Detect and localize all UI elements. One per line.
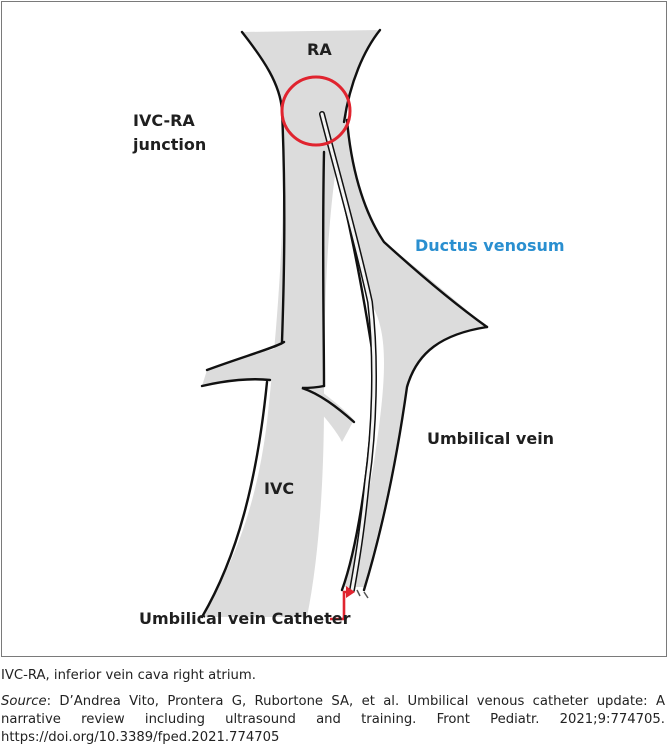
catheter-arrow — [330, 586, 355, 621]
ivc-label: IVC — [264, 479, 294, 498]
source-citation: Source: D’Andrea Vito, Prontera G, Rubor… — [1, 693, 665, 747]
ductus-right-wall-upper — [345, 118, 489, 329]
umbilical-vein-label: Umbilical vein — [427, 429, 554, 448]
ivc-right-wall-upper — [321, 150, 326, 388]
umbilical-vein-catheter-label: Umbilical vein Catheter — [139, 609, 351, 628]
ra-ivc-vessel-fill — [202, 30, 380, 617]
source-text: : D’Andrea Vito, Prontera G, Rubortone S… — [1, 694, 665, 745]
abbreviation-note: IVC-RA, inferior vein cava right atrium. — [1, 668, 256, 683]
ra-right-wall — [342, 28, 382, 124]
lower-branch-fill — [320, 392, 354, 442]
ivc-left-lower-wall — [200, 380, 269, 619]
ivc-ra-junction-label-line2: junction — [132, 135, 206, 154]
ra-label: RA — [307, 40, 332, 59]
source-label: Source — [1, 694, 47, 709]
figure-frame: RA IVC-RA junction Ductus venosum Umbili… — [1, 1, 667, 657]
vascular-diagram: RA IVC-RA junction Ductus venosum Umbili… — [132, 28, 565, 628]
left-branch-top — [205, 340, 286, 372]
ductus-venosum-label: Ductus venosum — [415, 236, 565, 255]
ivc-ra-junction-label-line1: IVC-RA — [133, 111, 195, 130]
vessel-fills — [202, 30, 487, 617]
catheter-line — [319, 111, 377, 599]
umbilical-right-wall — [362, 325, 489, 592]
left-branch-fill — [202, 342, 324, 386]
ivc-left-wall — [280, 108, 286, 344]
ductus-umbilical-fill — [320, 114, 487, 587]
junction-highlight-circle — [280, 75, 352, 147]
branch-junction-notch — [301, 384, 356, 424]
left-branch-bottom — [200, 378, 272, 388]
ra-left-wall — [240, 30, 284, 112]
